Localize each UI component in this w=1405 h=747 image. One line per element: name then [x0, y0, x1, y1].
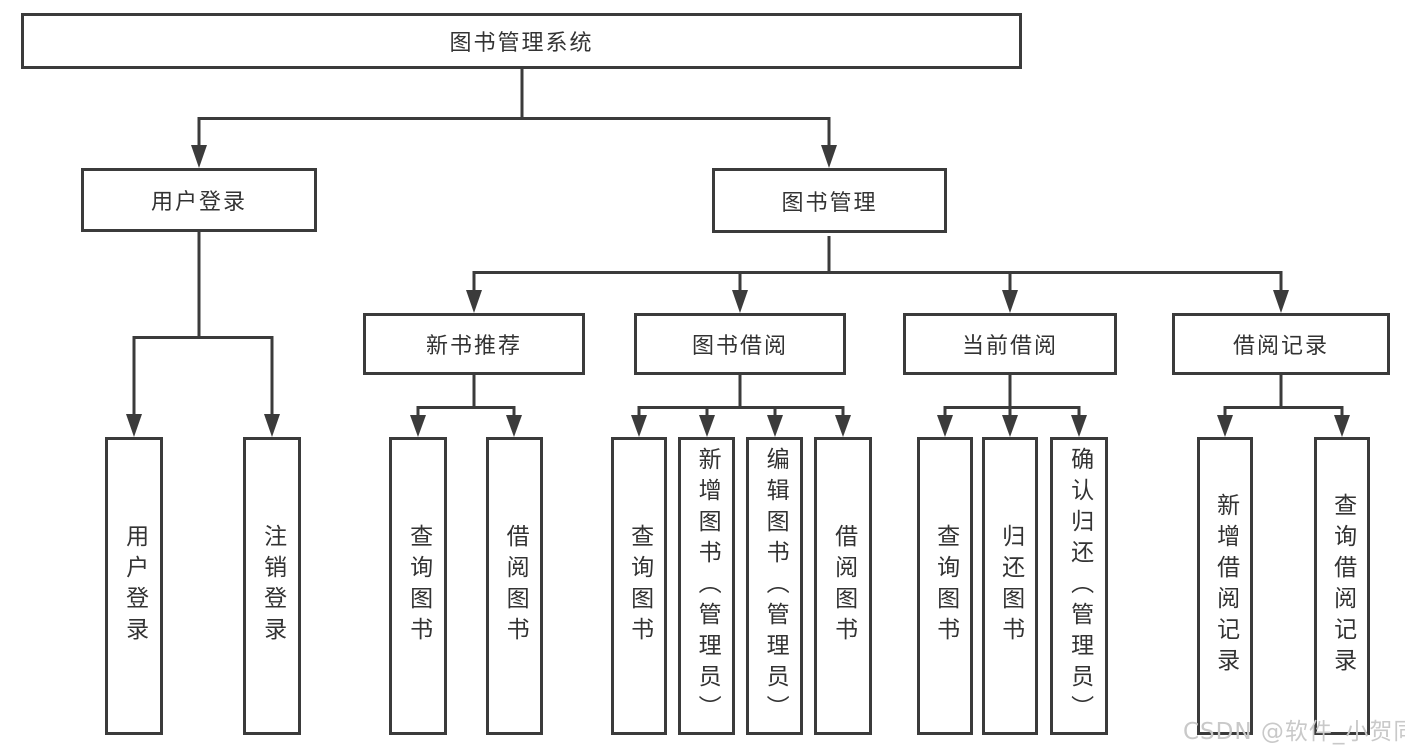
node-leaf-record-add: 新增借阅记录: [1197, 437, 1253, 735]
watermark: CSDN @软件_小贺同学: [1183, 719, 1405, 745]
node-leaf-current-query-book-label: 查询图书: [932, 524, 959, 648]
node-book-mgmt-label: 图书管理: [781, 190, 878, 216]
node-current-borrow-label: 当前借阅: [961, 334, 1058, 359]
node-leaf-borrow-edit-book-label: 编辑图书（管理员）: [762, 446, 789, 726]
node-leaf-borrow-query-book: 查询图书: [611, 437, 667, 735]
node-leaf-current-return-book: 归还图书: [982, 437, 1038, 735]
node-leaf-current-confirm-return: 确认归还（管理员）: [1050, 437, 1108, 735]
node-leaf-user-login-label: 用户登录: [121, 524, 148, 648]
node-root: 图书管理系统: [21, 13, 1022, 69]
node-leaf-logout-label: 注销登录: [259, 524, 286, 648]
node-leaf-record-query: 查询借阅记录: [1314, 437, 1370, 735]
node-book-mgmt: 图书管理: [712, 168, 947, 233]
node-leaf-borrow-borrow-book-label: 借阅图书: [830, 524, 857, 648]
node-leaf-rec-borrow-book-label: 借阅图书: [502, 524, 529, 648]
node-leaf-rec-query-book: 查询图书: [389, 437, 447, 735]
node-leaf-logout: 注销登录: [243, 437, 301, 735]
node-leaf-record-query-label: 查询借阅记录: [1329, 493, 1356, 679]
node-root-label: 图书管理系统: [449, 31, 594, 56]
node-new-book-rec: 新书推荐: [363, 313, 585, 375]
node-book-borrow-label: 图书借阅: [691, 334, 788, 359]
node-leaf-current-confirm-return-label: 确认归还（管理员）: [1066, 446, 1093, 726]
node-leaf-borrow-query-book-label: 查询图书: [626, 524, 653, 648]
node-leaf-current-return-book-label: 归还图书: [997, 524, 1024, 648]
node-leaf-record-add-label: 新增借阅记录: [1212, 493, 1239, 679]
node-leaf-user-login: 用户登录: [105, 437, 163, 735]
node-user-login-label: 用户登录: [150, 190, 247, 215]
node-new-book-rec-label: 新书推荐: [425, 334, 522, 359]
node-user-login: 用户登录: [81, 168, 317, 232]
node-leaf-rec-query-book-label: 查询图书: [405, 524, 432, 648]
node-leaf-rec-borrow-book: 借阅图书: [486, 437, 543, 735]
node-leaf-current-query-book: 查询图书: [917, 437, 973, 735]
node-borrow-record: 借阅记录: [1172, 313, 1390, 375]
node-leaf-borrow-add-book-label: 新增图书（管理员）: [694, 446, 721, 726]
node-leaf-borrow-add-book: 新增图书（管理员）: [678, 437, 735, 735]
node-leaf-borrow-borrow-book: 借阅图书: [814, 437, 872, 735]
node-borrow-record-label: 借阅记录: [1232, 334, 1329, 359]
node-leaf-borrow-edit-book: 编辑图书（管理员）: [746, 437, 803, 735]
node-current-borrow: 当前借阅: [903, 313, 1117, 375]
node-book-borrow: 图书借阅: [634, 313, 846, 375]
